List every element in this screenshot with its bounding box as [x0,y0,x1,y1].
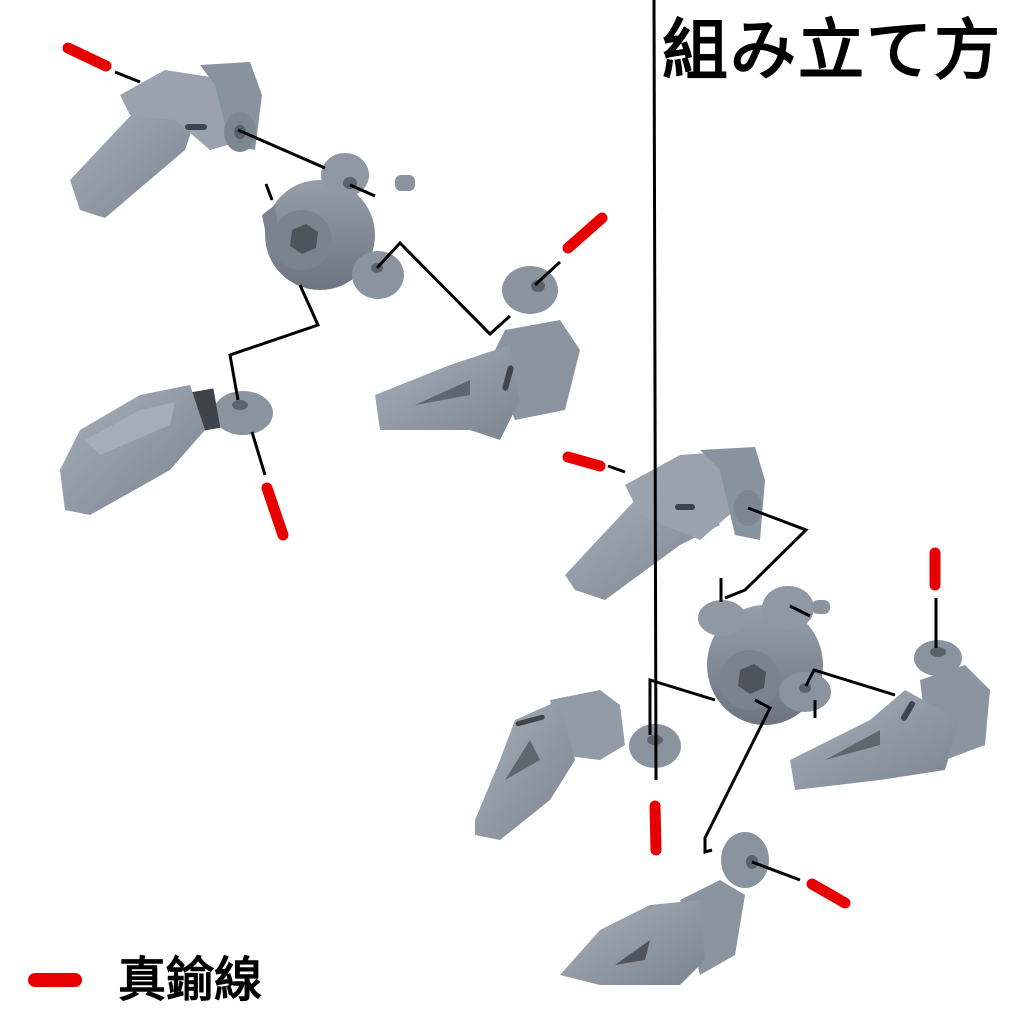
assembly-bottom-right [475,0,990,985]
brass-wires [62,42,608,541]
lower-arm-part [375,266,580,440]
lower-arm-part [790,640,990,790]
foot-part [60,385,273,515]
hub-joint [262,153,415,299]
legend-label-brass-wire: 真鍮線 [118,952,263,1008]
page-title: 組み立て方 [662,12,1002,89]
red-bar-icon [28,973,82,987]
hub-joint [698,586,831,725]
guide-lines [607,0,938,882]
upper-arm-part [70,62,262,218]
assembly-top-left [60,42,608,541]
guide-lines [114,70,562,476]
claw-part [560,832,769,985]
brass-wires [562,451,941,909]
legend: 真鍮線 [28,950,262,1010]
upper-arm-part [565,447,765,600]
